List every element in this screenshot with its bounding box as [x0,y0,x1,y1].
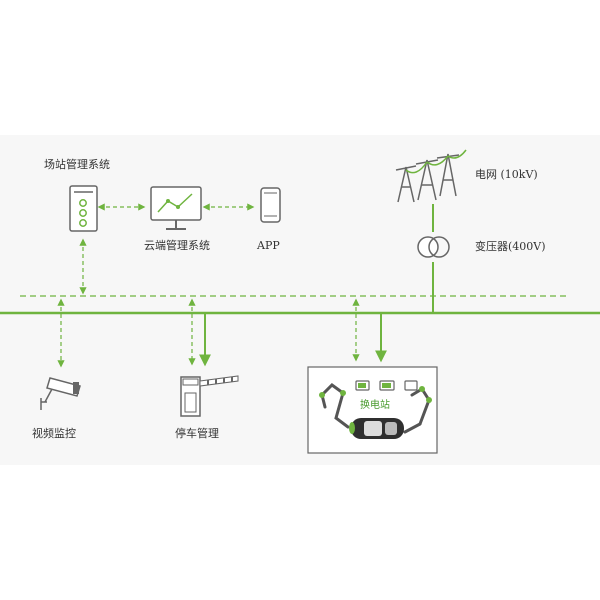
transformer-label: 变压器(400V) [475,240,546,253]
parking-label: 停车管理 [175,427,219,440]
battery-icon [355,380,418,391]
swap-station-label: 换电站 [360,400,390,411]
video-label: 视频监控 [32,427,76,440]
grid-label: 电网 (10kV) [475,168,538,181]
phone-icon [260,187,281,223]
monitor-chart-icon [150,186,202,230]
car-icon [349,418,404,439]
station-mgmt-label: 场站管理系统 [44,158,110,171]
barrier-gate-icon [180,375,239,417]
power-tower-icon [395,149,467,203]
server-icon [69,185,98,232]
cloud-mgmt-label: 云端管理系统 [144,239,210,252]
app-label: APP [257,239,280,252]
diagram-background-panel [0,135,600,465]
robot-arm-icon [319,383,432,434]
transformer-icon [417,236,450,258]
camera-icon [40,377,81,410]
